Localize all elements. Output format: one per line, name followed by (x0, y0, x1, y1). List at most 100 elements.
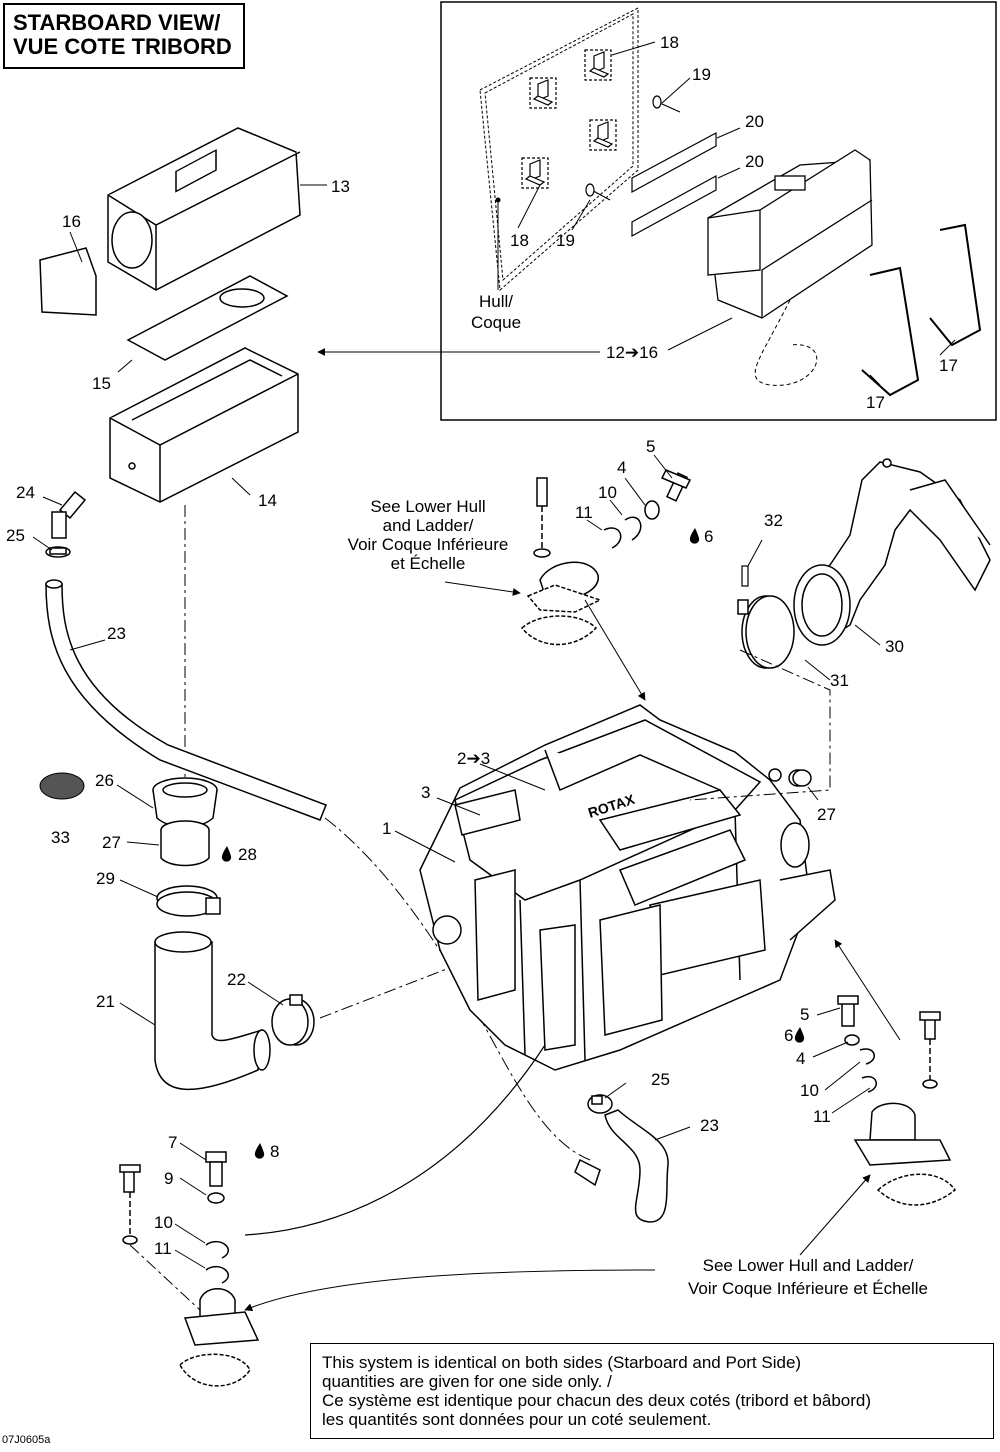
callout-27a: 27 (102, 833, 121, 852)
exhaust-elbow-30 (793, 458, 991, 646)
see-bottom-line1: See Lower Hull and Ladder/ (703, 1256, 914, 1275)
callout-labels: 13 16 15 14 18 19 20 20 18 19 12➔16 17 1… (6, 33, 958, 1258)
hose-23-left (45, 579, 327, 821)
callout-28: 28 (238, 845, 257, 864)
callout-7: 7 (168, 1133, 177, 1152)
engine-assembly (419, 704, 836, 1071)
centerline-31 (689, 649, 831, 801)
gasket-15 (126, 275, 289, 361)
leader-mount-top (584, 599, 646, 701)
screen-33 (39, 772, 85, 800)
hose-21 (154, 931, 271, 1091)
callout-21: 21 (96, 992, 115, 1011)
callout-9: 9 (164, 1169, 173, 1188)
see-top-line1: See Lower Hull (370, 497, 485, 516)
engine-mount-right (837, 995, 957, 1206)
callout-15: 15 (92, 374, 111, 393)
callout-13: 13 (331, 177, 350, 196)
hose-23-bottom (574, 1109, 669, 1223)
callout-10b: 10 (800, 1081, 819, 1100)
drawing-code: 07J0605a (2, 1434, 51, 1446)
callout-18a: 18 (660, 33, 679, 52)
see-top-line2: and Ladder/ (383, 516, 474, 535)
hull-dot (495, 197, 501, 203)
callout-2-3: 2➔3 (457, 749, 490, 768)
callout-leaders (32, 41, 956, 1269)
grommet-26 (152, 777, 218, 828)
callout-3: 3 (421, 783, 430, 802)
callout-27b: 27 (817, 805, 836, 824)
callout-20b: 20 (745, 152, 764, 171)
callout-11c: 11 (154, 1239, 172, 1258)
note-line1: This system is identical on both sides (… (322, 1353, 802, 1372)
callout-24: 24 (16, 483, 35, 502)
callout-1: 1 (382, 819, 391, 838)
callout-5b: 5 (800, 1005, 809, 1024)
leader-mount-right (834, 939, 901, 1041)
pin-32 (741, 565, 749, 587)
arrow-see-top (444, 581, 521, 596)
arrow-see-bottom-left (244, 1269, 656, 1311)
hull-plate (479, 7, 639, 292)
inset-frame (440, 1, 997, 421)
see-lower-hull-bottom: See Lower Hull and Ladder/ Voir Coque In… (688, 1256, 928, 1298)
hull-label-line2: Coque (471, 313, 521, 332)
callout-25b: 25 (651, 1070, 670, 1089)
callout-10a: 10 (598, 483, 617, 502)
callout-16: 16 (62, 212, 81, 231)
see-top-line3: Voir Coque Inférieure (348, 535, 509, 554)
callout-31: 31 (830, 671, 849, 690)
curve-mount-left (244, 1044, 546, 1236)
callout-29: 29 (96, 869, 115, 888)
note-line4: les quantités sont données pour un coté … (322, 1410, 712, 1429)
callout-10c: 10 (154, 1213, 173, 1232)
fitting-24 (51, 490, 87, 539)
callout-19a: 19 (692, 65, 711, 84)
callout-26: 26 (95, 771, 114, 790)
callout-30: 30 (885, 637, 904, 656)
adhesive-strip-20 (631, 131, 717, 238)
engine-mount-top (520, 469, 692, 646)
clamp-31 (737, 595, 795, 669)
see-top-line4: et Échelle (391, 554, 466, 573)
see-lower-hull-top: See Lower Hull and Ladder/ Voir Coque In… (348, 497, 509, 573)
callout-6b: 6 (784, 1026, 793, 1045)
callout-32: 32 (764, 511, 783, 530)
air-box-base-14 (109, 347, 299, 503)
clamp-27-right (788, 769, 812, 787)
callout-22: 22 (227, 970, 246, 989)
engine-mount-left (119, 1151, 260, 1387)
note-line3: Ce système est identique pour chacun des… (322, 1391, 872, 1410)
callout-17b: 17 (866, 393, 885, 412)
callout-12-16: 12➔16 (606, 343, 658, 362)
drop-icon (221, 528, 805, 1159)
callout-25a: 25 (6, 526, 25, 545)
clamp-25-bottom (587, 1094, 613, 1114)
callout-19b: 19 (556, 231, 575, 250)
note-box: This system is identical on both sides (… (310, 1343, 994, 1439)
callout-4b: 4 (796, 1049, 805, 1068)
note-line2: quantities are given for one side only. … (322, 1372, 612, 1391)
centerline-mount-left (129, 1244, 201, 1311)
callout-20a: 20 (745, 112, 764, 131)
air-box-cover-13 (107, 127, 301, 291)
callout-11b: 11 (813, 1107, 831, 1126)
callout-5a: 5 (646, 437, 655, 456)
sleeve-27 (160, 820, 210, 867)
callout-6a: 6 (704, 527, 713, 546)
clamp-22 (271, 994, 315, 1046)
centerline-22 (319, 959, 471, 1019)
callout-4a: 4 (617, 458, 626, 477)
callout-23b: 23 (700, 1116, 719, 1135)
bracket-18 (521, 49, 617, 189)
clamp-29 (156, 885, 221, 917)
callout-23a: 23 (107, 624, 126, 643)
see-bottom-line2: Voir Coque Inférieure et Échelle (688, 1279, 928, 1298)
hull-label: Hull/ Coque (471, 292, 521, 332)
cap-16 (39, 247, 97, 316)
strap-17 (861, 223, 982, 397)
rivet-19 (585, 95, 681, 201)
hose-inset-dashed (754, 299, 818, 386)
hull-label-line1: Hull/ (479, 292, 513, 311)
